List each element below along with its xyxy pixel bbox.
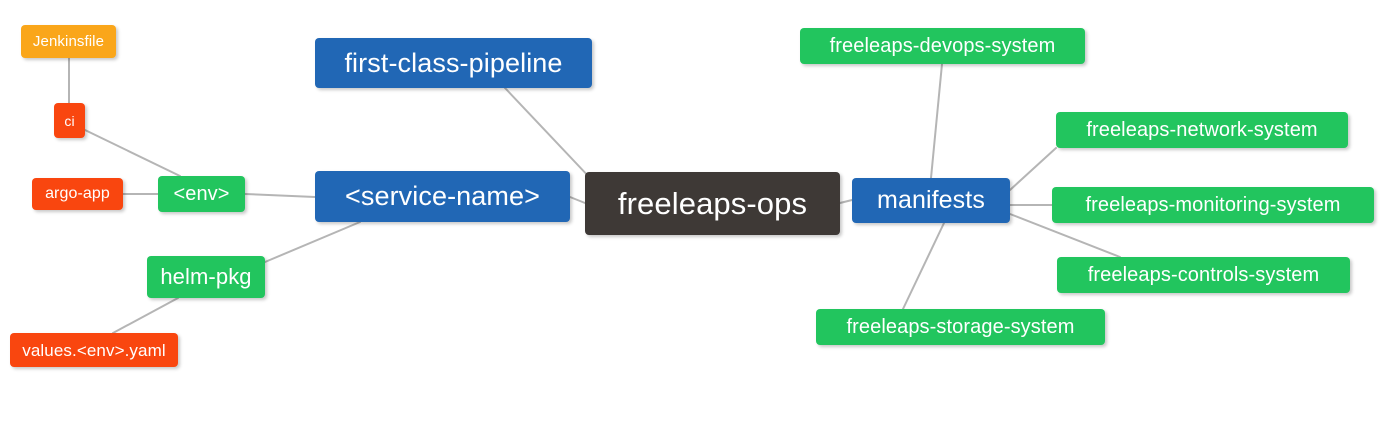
edge-root-to-pipeline — [504, 87, 593, 181]
mindmap-node-helmpkg[interactable]: helm-pkg — [147, 256, 265, 298]
node-label: Jenkinsfile — [32, 33, 105, 50]
edge-env-to-ci — [84, 129, 181, 177]
node-label: freeleaps-monitoring-system — [1085, 194, 1341, 216]
edge-root-to-service — [569, 196, 586, 204]
node-label: first-class-pipeline — [344, 47, 563, 78]
edge-manifests-to-devops — [930, 63, 943, 179]
mindmap-node-pipeline[interactable]: first-class-pipeline — [315, 38, 592, 88]
node-label: freeleaps-devops-system — [829, 35, 1056, 57]
mindmap-node-env[interactable]: <env> — [158, 176, 245, 212]
mindmap-node-service[interactable]: <service-name> — [315, 171, 570, 222]
edge-helmpkg-to-values — [112, 297, 179, 334]
mindmap-node-values[interactable]: values.<env>.yaml — [10, 333, 178, 367]
mindmap-node-storage[interactable]: freeleaps-storage-system — [816, 309, 1105, 345]
node-label: manifests — [877, 186, 985, 214]
mindmap-node-jenkinsfile[interactable]: Jenkinsfile — [21, 25, 116, 58]
edge-manifests-to-storage — [902, 222, 945, 310]
node-label: freeleaps-network-system — [1086, 119, 1318, 141]
mindmap-node-manifests[interactable]: manifests — [852, 178, 1010, 223]
node-label: <service-name> — [345, 181, 540, 211]
edge-service-to-helmpkg — [264, 221, 361, 263]
mindmap-node-monitoring[interactable]: freeleaps-monitoring-system — [1052, 187, 1374, 223]
node-label: values.<env>.yaml — [22, 340, 166, 360]
mindmap-node-argoapp[interactable]: argo-app — [32, 178, 123, 210]
node-label: freeleaps-controls-system — [1087, 264, 1320, 286]
edge-service-to-env — [244, 193, 316, 198]
node-label: freeleaps-storage-system — [846, 316, 1075, 338]
edge-manifests-to-network — [1009, 147, 1057, 191]
mindmap-node-devops[interactable]: freeleaps-devops-system — [800, 28, 1085, 64]
edge-root-to-manifests — [839, 199, 853, 204]
node-label: helm-pkg — [160, 264, 252, 289]
node-label: ci — [64, 112, 75, 129]
node-label: <env> — [173, 183, 230, 205]
node-label: argo-app — [45, 185, 110, 202]
node-label: freeleaps-ops — [617, 186, 808, 221]
mindmap-node-controls[interactable]: freeleaps-controls-system — [1057, 257, 1350, 293]
mindmap-node-network[interactable]: freeleaps-network-system — [1056, 112, 1348, 148]
mindmap-node-root[interactable]: freeleaps-ops — [585, 172, 840, 235]
mindmap-node-ci[interactable]: ci — [54, 103, 85, 138]
